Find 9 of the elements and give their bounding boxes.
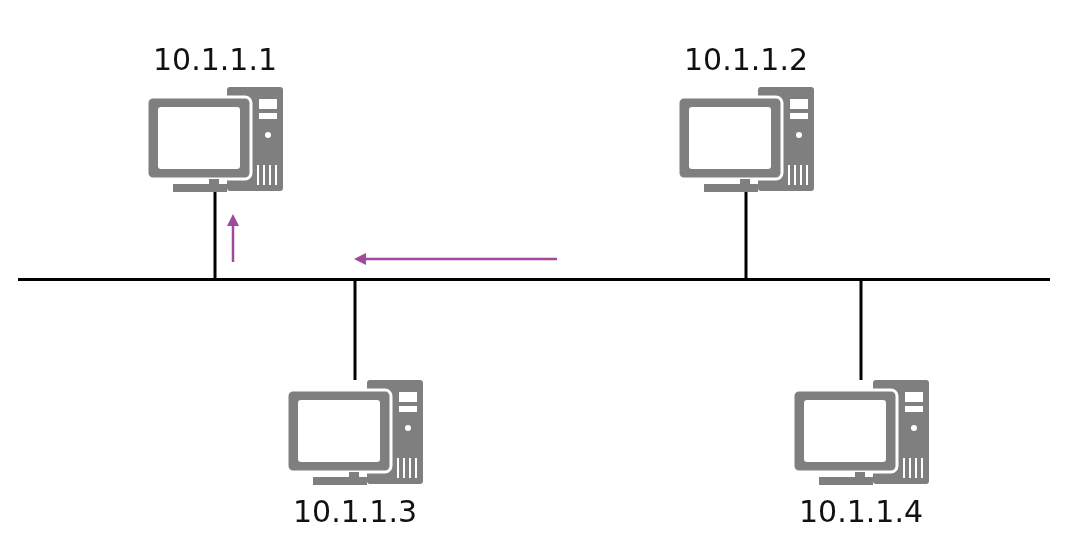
- bus-line: [18, 278, 1050, 281]
- ip-address: 10.1.1.1: [151, 42, 278, 78]
- ip-address: 10.1.1.4: [797, 494, 924, 530]
- network-cable: [744, 192, 748, 278]
- network-cable: [859, 281, 863, 380]
- network-cable: [213, 192, 217, 278]
- network-cable: [353, 281, 357, 380]
- ip-address: 10.1.1.3: [291, 494, 418, 530]
- ip-address: 10.1.1.2: [682, 42, 809, 78]
